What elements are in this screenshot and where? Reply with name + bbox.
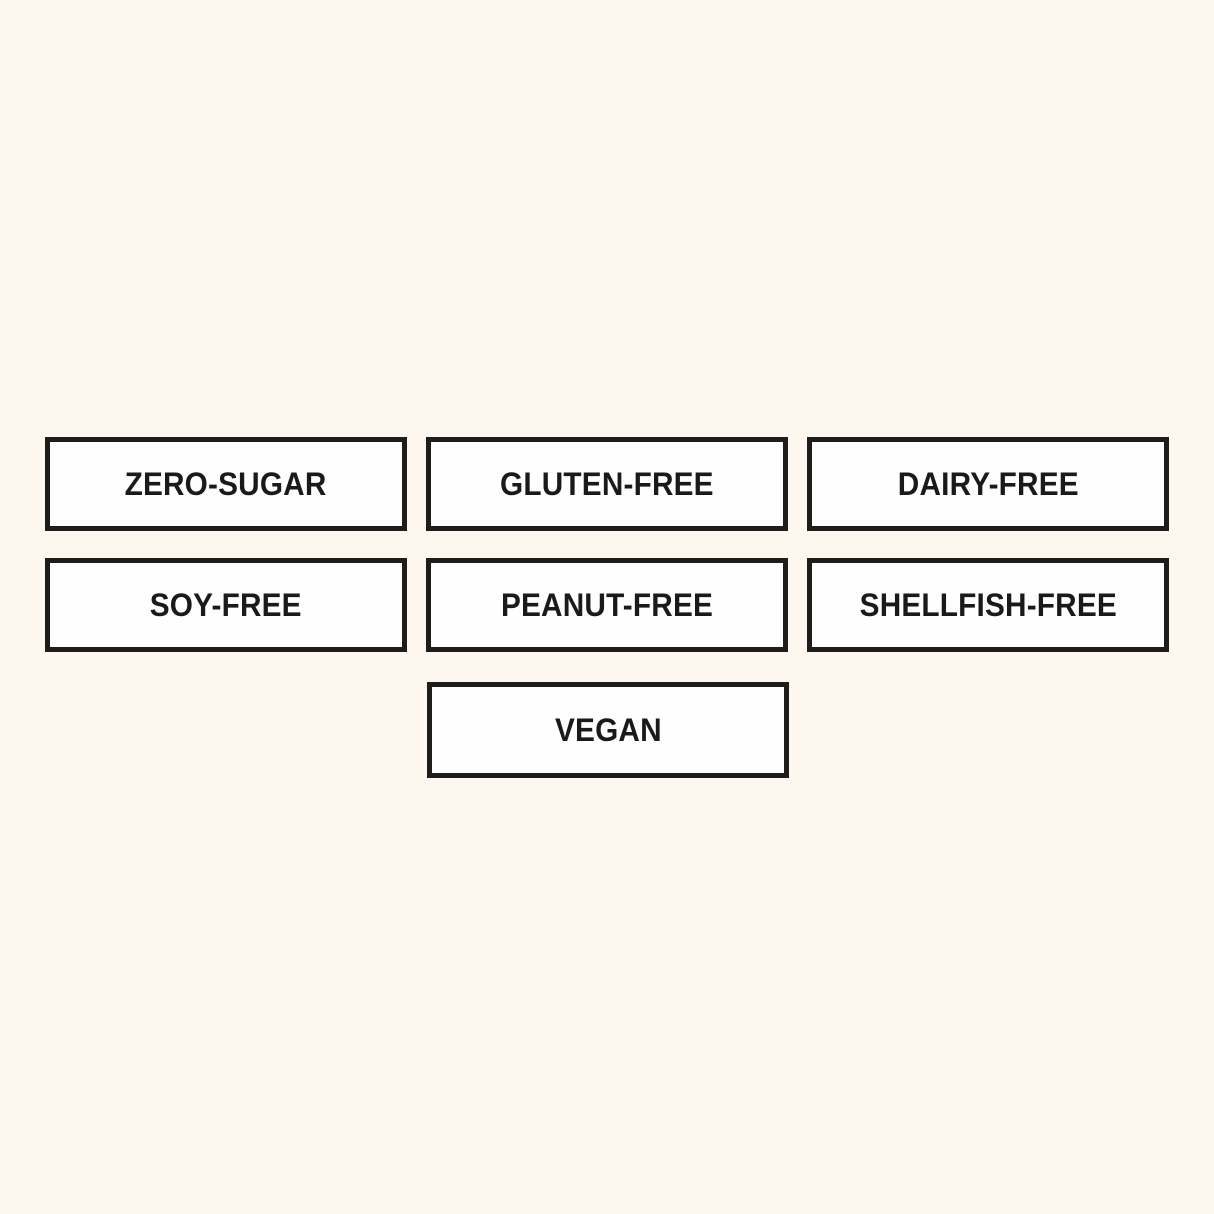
badge-peanut-free[interactable]: PEANUT-FREE	[426, 558, 788, 652]
badge-gluten-free[interactable]: GLUTEN-FREE	[426, 437, 788, 531]
badge-row: ZERO-SUGAR GLUTEN-FREE DAIRY-FREE	[45, 437, 1169, 531]
badge-label: DAIRY-FREE	[897, 466, 1079, 502]
badge-shellfish-free[interactable]: SHELLFISH-FREE	[807, 558, 1169, 652]
badge-row: SOY-FREE PEANUT-FREE SHELLFISH-FREE	[45, 558, 1169, 652]
badge-label: SOY-FREE	[150, 587, 302, 623]
badge-label: SHELLFISH-FREE	[859, 587, 1117, 623]
badge-label: PEANUT-FREE	[500, 587, 714, 623]
badge-zero-sugar[interactable]: ZERO-SUGAR	[45, 437, 407, 531]
badge-row: VEGAN	[45, 682, 1168, 778]
badge-soy-free[interactable]: SOY-FREE	[45, 558, 407, 652]
badge-label: GLUTEN-FREE	[500, 466, 714, 502]
badge-label: ZERO-SUGAR	[125, 466, 327, 502]
dietary-badge-grid: ZERO-SUGAR GLUTEN-FREE DAIRY-FREE SOY-FR…	[45, 437, 1169, 778]
badge-label: VEGAN	[554, 712, 662, 748]
badge-dairy-free[interactable]: DAIRY-FREE	[807, 437, 1169, 531]
badge-vegan[interactable]: VEGAN	[427, 682, 789, 778]
